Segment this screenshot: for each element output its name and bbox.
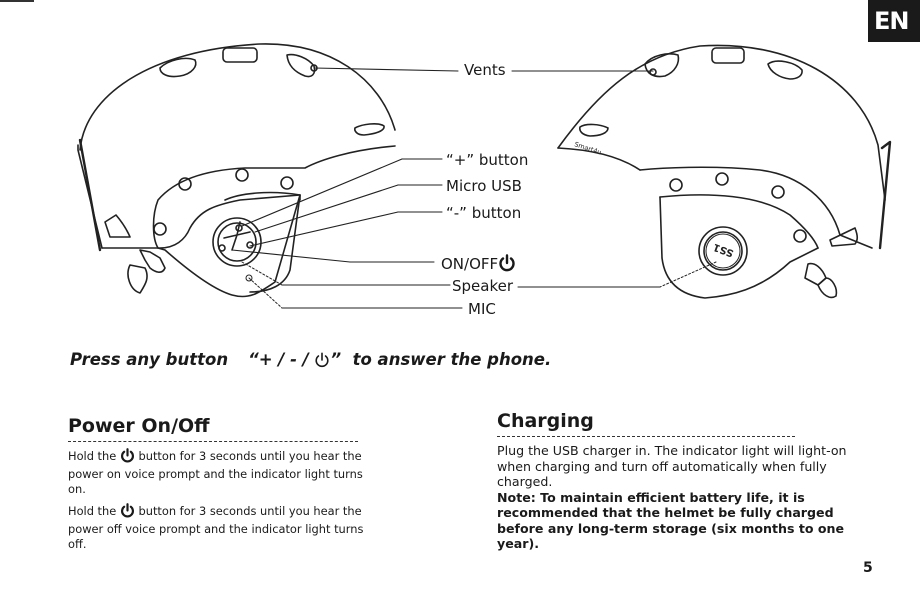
callout-on-off-label: ON/OFF: [441, 255, 499, 273]
text: Hold the: [68, 504, 120, 518]
callout-on-off: ON/OFF: [441, 254, 516, 276]
speaker-model-label: SS1: [712, 241, 735, 259]
callout-plus-button: “+” button: [446, 151, 529, 169]
power-icon: [498, 254, 516, 276]
leader-lines: [231, 67, 661, 309]
page-number: 5: [863, 560, 873, 576]
title-divider: [497, 436, 795, 437]
callout-minus-button: “-” button: [446, 204, 522, 222]
charging-note: Note: To maintain efficient battery life…: [497, 489, 845, 552]
language-badge: EN: [868, 0, 920, 42]
text: button for 3 seconds until you hear the …: [68, 449, 363, 496]
instruction-buttons: “+ / - /: [248, 350, 315, 369]
dotted-leaders: [241, 261, 717, 309]
power-icon: [314, 352, 330, 372]
instruction-prefix: Press any button: [70, 350, 229, 369]
power-on-paragraph: Hold the button for 3 seconds until you …: [68, 448, 368, 497]
callout-mic: MIC: [468, 300, 496, 318]
charging-section: Charging Plug the USB charger in. The in…: [497, 410, 882, 552]
power-section: Power On/Off Hold the button for 3 secon…: [68, 415, 368, 558]
charging-paragraph: Plug the USB charger in. The indicator l…: [497, 443, 847, 489]
callout-speaker: Speaker: [452, 277, 514, 295]
power-section-title: Power On/Off: [68, 415, 210, 437]
power-icon: [120, 448, 135, 467]
callout-vents: Vents: [464, 61, 506, 79]
charging-section-title: Charging: [497, 410, 594, 432]
right-helmet-shell-top: [557, 44, 886, 201]
left-helmet: [77, 43, 396, 298]
text: button for 3 seconds until you hear the …: [68, 504, 364, 551]
top-rule: [0, 0, 34, 2]
brand-logo-text: Smart4u: [573, 140, 602, 156]
power-off-paragraph: Hold the button for 3 seconds until you …: [68, 503, 368, 552]
text: Hold the: [68, 449, 120, 463]
left-helmet-shell-top: [79, 43, 396, 151]
title-divider: [68, 441, 358, 442]
instruction-buttons-close: ”: [330, 350, 342, 369]
helmet-diagram: Smart4u SS1: [77, 43, 892, 309]
right-helmet: [557, 44, 892, 299]
callout-micro-usb: Micro USB: [446, 177, 522, 195]
instruction-suffix: to answer the phone.: [352, 350, 552, 369]
power-icon: [120, 503, 135, 522]
answer-phone-instruction: Press any button “+ / - / ” to answer the…: [70, 350, 551, 372]
